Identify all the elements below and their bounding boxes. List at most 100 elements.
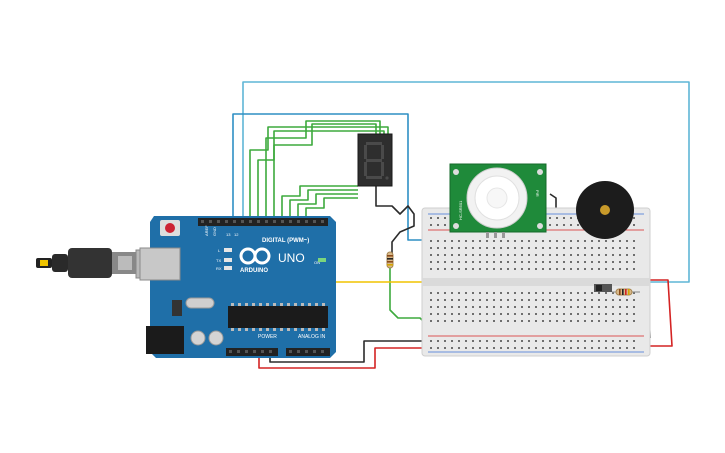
breadboard-hole [521,299,523,301]
breadboard-hole [626,268,628,270]
breadboard-hole [549,261,551,263]
breadboard-hole [633,224,635,226]
crystal [185,297,215,309]
wire-green-4[interactable] [273,123,377,222]
breadboard-hole [605,347,607,349]
breadboard-hole [535,347,537,349]
breadboard-hole [633,261,635,263]
usb-port [139,247,181,281]
wire-green-3[interactable] [265,120,381,222]
breadboard-hole [633,299,635,301]
breadboard-hole [500,254,502,256]
wire-green-6[interactable] [289,189,358,222]
breadboard-hole [591,254,593,256]
wire-red-power[interactable] [258,347,442,369]
breadboard-hole [507,261,509,263]
on-label: ON [314,260,320,265]
breadboard-hole [437,240,439,242]
digital-header [198,218,328,226]
wire-red-right[interactable] [636,279,673,347]
breadboard-hole [472,254,474,256]
breadboard-hole [472,340,474,342]
breadboard-hole [626,306,628,308]
breadboard-hole [528,306,530,308]
breadboard-hole [458,320,460,322]
led-l [224,248,232,252]
breadboard-hole [486,240,488,242]
breadboard-hole [612,320,614,322]
breadboard-hole [570,347,572,349]
chip-pin [280,303,283,306]
led-l-label: L [218,248,221,253]
breadboard-hole [612,340,614,342]
breadboard-hole [549,240,551,242]
piezo-buzzer[interactable] [576,181,634,239]
chip-pin [238,303,241,306]
header-pin [305,350,308,353]
breadboard-hole [486,347,488,349]
breadboard-hole [563,320,565,322]
breadboard-hole [472,261,474,263]
breadboard-hole [528,320,530,322]
chip-pin [280,328,283,331]
breadboard-hole [430,320,432,322]
breadboard-hole [493,240,495,242]
breadboard-hole [584,299,586,301]
breadboard-hole [507,320,509,322]
breadboard-hole [444,340,446,342]
breadboard-hole [507,306,509,308]
breadboard-hole [451,254,453,256]
breadboard-hole [500,247,502,249]
breadboard-hole [633,320,635,322]
breadboard-hole [430,261,432,263]
breadboard-hole [458,292,460,294]
breadboard-hole [528,340,530,342]
slide-switch[interactable] [594,284,612,292]
arduino-uno[interactable]: DIGITAL (PWM~) AREF GND 13 12 L TX RX AR… [36,216,336,358]
header-pin [201,220,204,223]
breadboard-hole [486,299,488,301]
breadboard-hole [549,247,551,249]
breadboard-hole [563,313,565,315]
breadboard-hole [458,254,460,256]
breadboard-hole [493,347,495,349]
seven-segment-display[interactable] [357,133,393,187]
resistor-2[interactable] [612,288,640,296]
breadboard-hole [521,340,523,342]
chip-pin [252,328,255,331]
breadboard-hole [542,306,544,308]
resistor-1[interactable] [386,251,394,269]
header-pin [233,220,236,223]
breadboard-hole [577,299,579,301]
header-pin [281,220,284,223]
breadboard-hole [437,313,439,315]
breadboard-hole [633,240,635,242]
breadboard-hole [570,217,572,219]
digital-pins [201,220,324,223]
chip-pin [273,328,276,331]
breadboard-hole [577,247,579,249]
breadboard-hole [570,268,572,270]
breadboard-hole [535,299,537,301]
breadboard-hole [472,347,474,349]
wire-black-seg[interactable] [375,186,415,256]
breadboard-hole [563,240,565,242]
breadboard-hole [500,340,502,342]
breadboard-hole [591,240,593,242]
breadboard-hole [570,306,572,308]
wire-green-5[interactable] [281,185,358,222]
wire-light-blue[interactable] [242,81,690,283]
breadboard-hole [444,299,446,301]
breadboard-hole [500,320,502,322]
breadboard-hole [633,340,635,342]
breadboard-hole [430,254,432,256]
breadboard-hole [479,340,481,342]
breadboard-hole [486,268,488,270]
breadboard-hole [472,306,474,308]
pir-sensor[interactable]: HC-SR501 PIR [449,163,547,238]
wire-black-gnd[interactable] [269,340,442,363]
wire-green-7[interactable] [297,193,358,222]
breadboard-hole [619,268,621,270]
header-pin [249,220,252,223]
wire-green-8[interactable] [305,197,358,222]
